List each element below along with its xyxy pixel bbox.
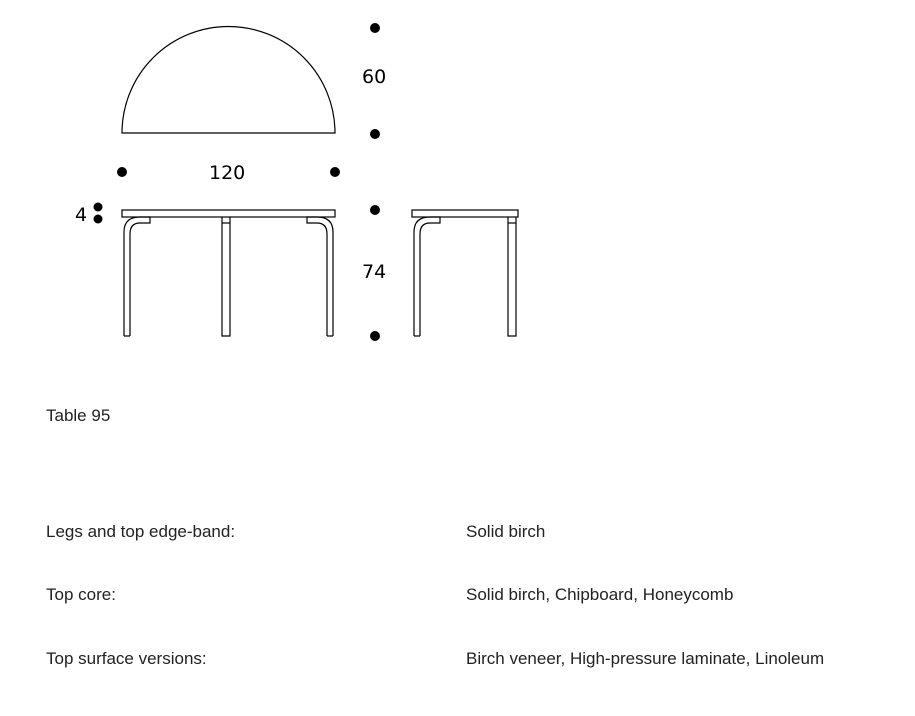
front-middle-leg: [221, 217, 231, 337]
spec-label: Top surface versions:: [46, 649, 207, 668]
side-left-leg: [413, 216, 441, 336]
front-tabletop: [121, 209, 336, 218]
front-right-leg: [306, 216, 334, 336]
front-elevation: [121, 209, 336, 337]
thickness-dim-dot-bottom: [93, 214, 103, 224]
top-view-half-round: [121, 25, 336, 134]
side-elevation: [411, 209, 519, 337]
product-name: Table 95: [46, 406, 111, 425]
spec-value: Solid birch, Chipboard, Honeycomb: [466, 585, 734, 604]
height-dim-dot-bottom: [370, 331, 380, 341]
technical-drawing: 60 120 4 74: [75, 23, 519, 341]
width-dimension-label: 120: [209, 162, 245, 184]
spec-value: Solid birch: [466, 522, 546, 541]
width-dim-dot-left: [117, 167, 127, 177]
thickness-dim-dot-top: [93, 202, 103, 212]
spec-value: Birch veneer, High-pressure laminate, Li…: [466, 649, 825, 668]
spec-label: Top core:: [46, 585, 116, 604]
depth-dimension-label: 60: [362, 66, 386, 88]
depth-dim-dot-bottom: [370, 129, 380, 139]
height-dimension-label: 74: [362, 261, 386, 283]
depth-dim-dot-top: [370, 23, 380, 33]
height-dim-dot-top: [370, 205, 380, 215]
side-right-leg: [507, 217, 517, 337]
front-left-leg: [123, 216, 151, 336]
width-dim-dot-right: [330, 167, 340, 177]
spec-label: Legs and top edge-band:: [46, 522, 236, 541]
thickness-dimension-label: 4: [75, 204, 87, 226]
side-tabletop: [411, 209, 519, 218]
